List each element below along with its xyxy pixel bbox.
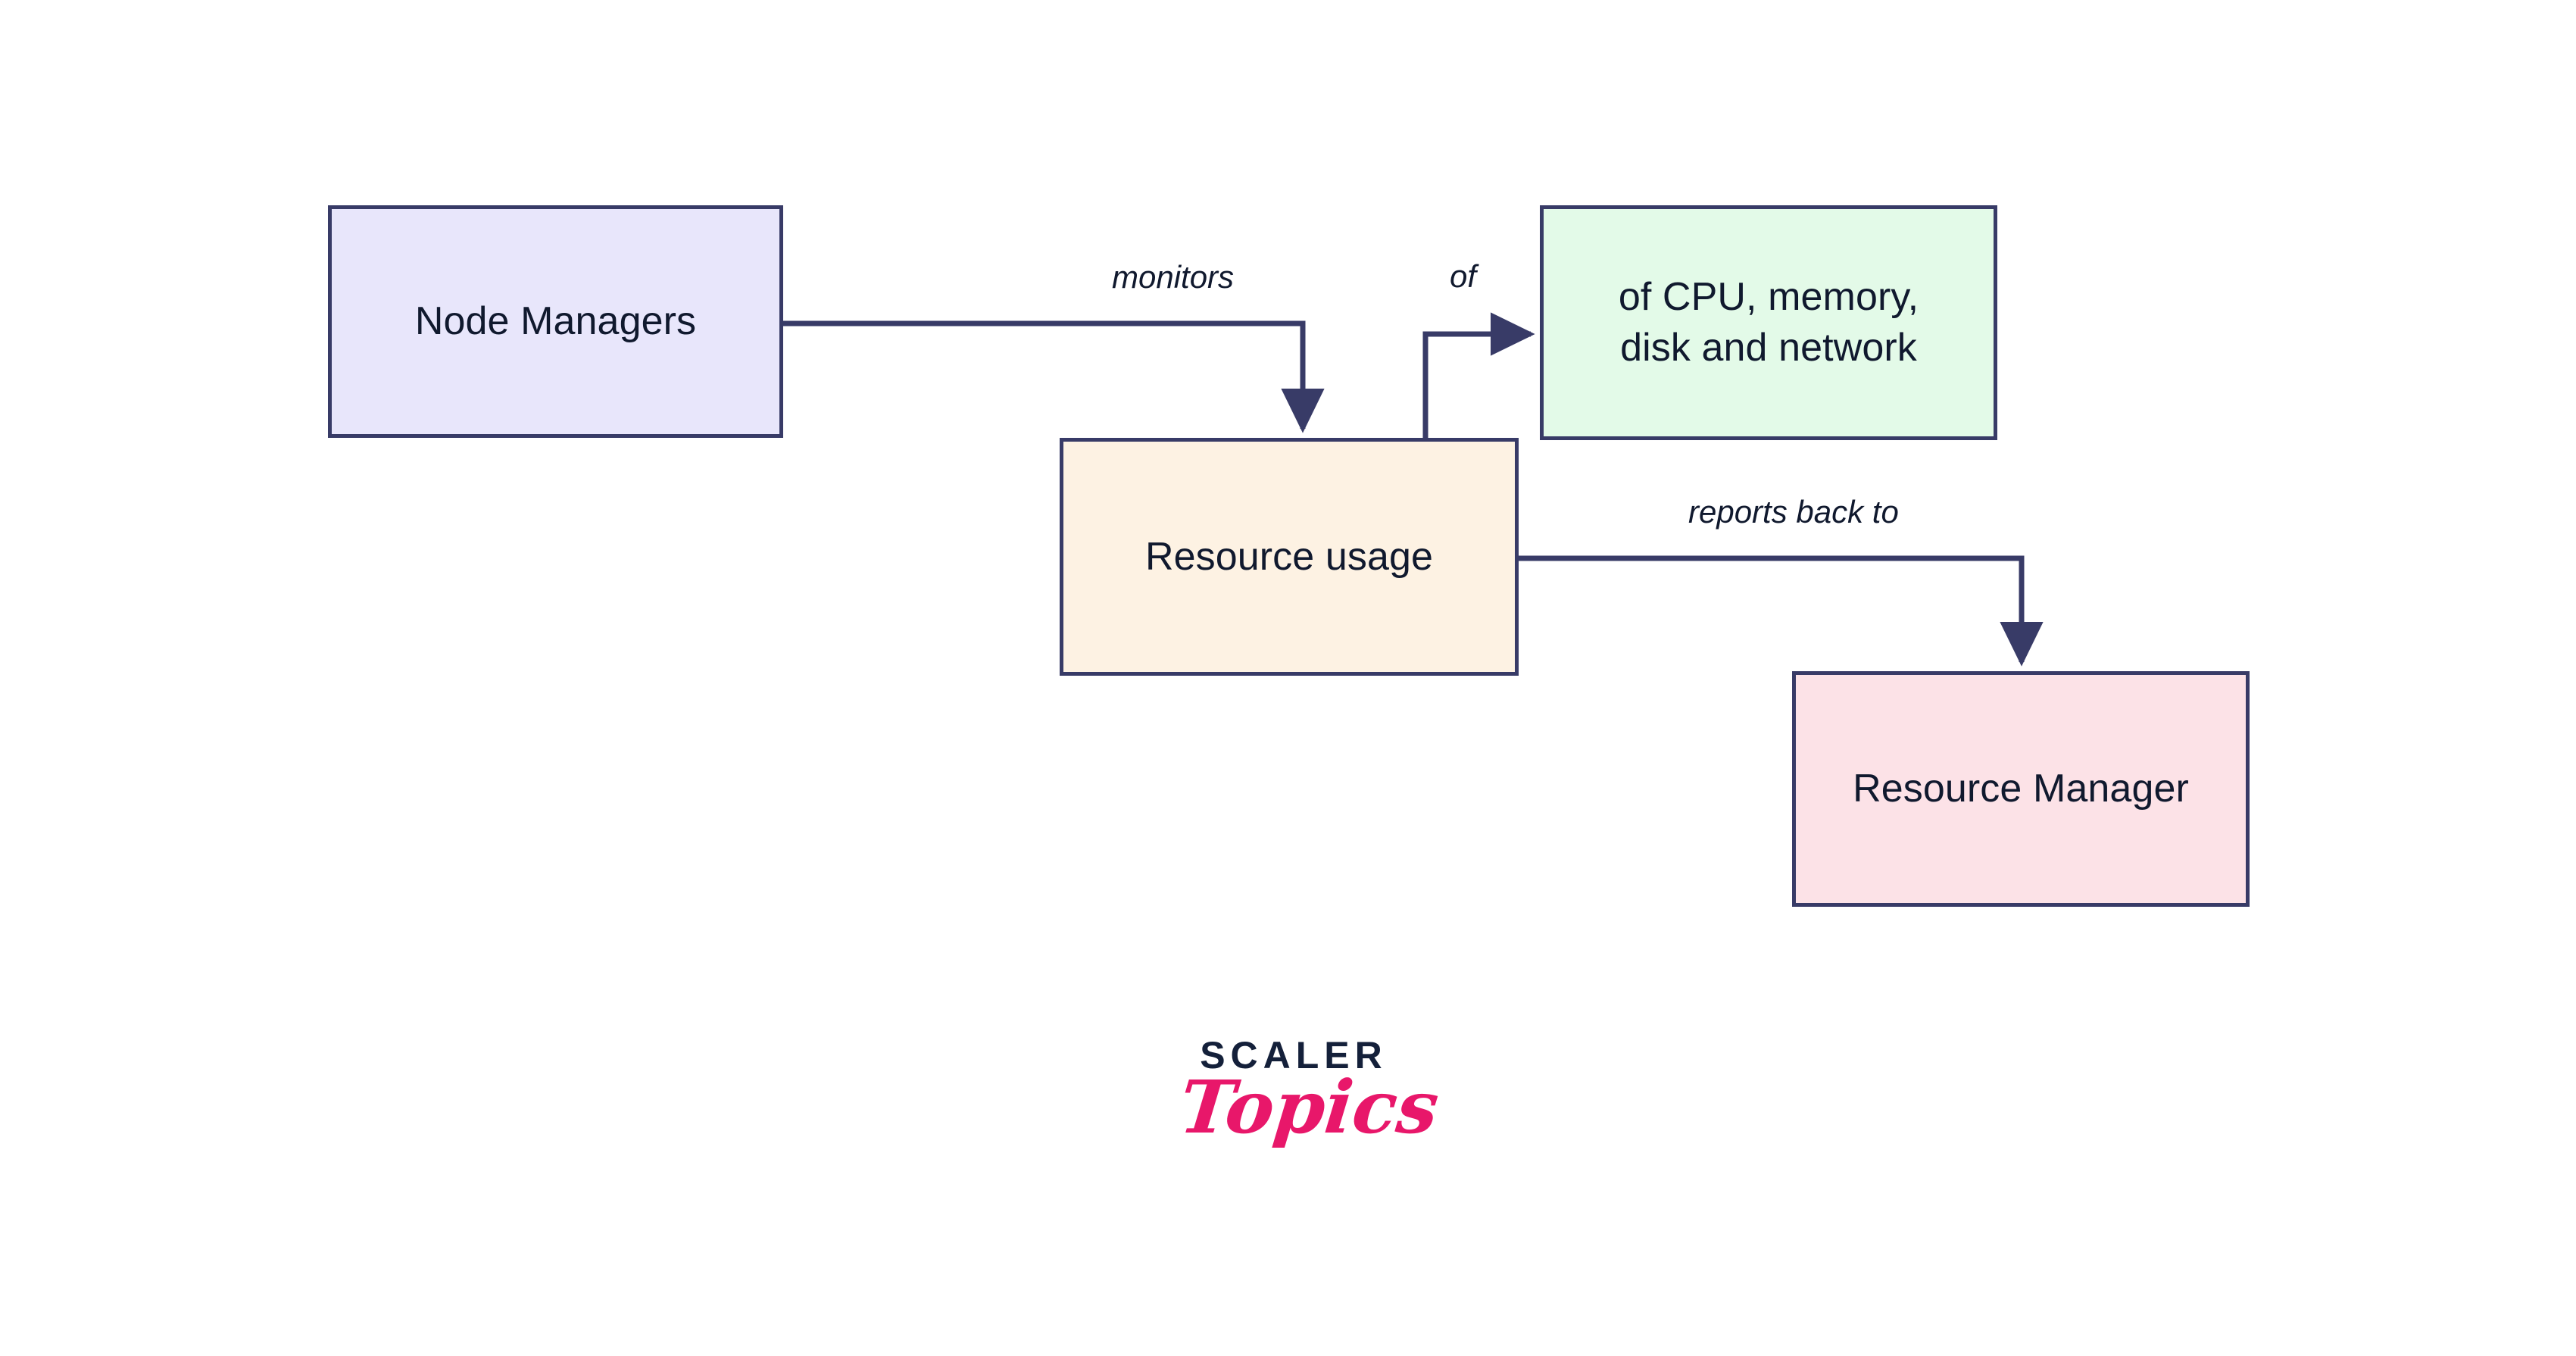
- node-resource-manager[interactable]: Resource Manager: [1792, 671, 2250, 907]
- edge-of: [1422, 312, 1535, 438]
- scaler-topics-logo: SCALER Topics: [1176, 1034, 1442, 1226]
- edge-reports-back-to: [1519, 555, 2044, 667]
- node-resource-manager-label: Resource Manager: [1853, 767, 2189, 811]
- node-resource-usage[interactable]: Resource usage: [1060, 438, 1519, 676]
- node-node-managers-label: Node Managers: [414, 299, 697, 344]
- edge-label-monitors: monitors: [1112, 259, 1235, 295]
- node-metrics-label: of CPU, memory, disk and network: [1618, 275, 1919, 370]
- edge-monitors: [783, 320, 1325, 433]
- logo-brand-text: SCALER: [1200, 1034, 1388, 1076]
- node-metrics[interactable]: of CPU, memory, disk and network: [1540, 205, 1997, 440]
- logo-product-text: Topics: [1176, 1064, 1443, 1150]
- node-resource-usage-label: Resource usage: [1144, 534, 1434, 579]
- node-node-managers[interactable]: Node Managers: [328, 205, 783, 438]
- edge-label-of: of: [1450, 258, 1477, 294]
- edge-label-reports-back-to: reports back to: [1688, 494, 1899, 530]
